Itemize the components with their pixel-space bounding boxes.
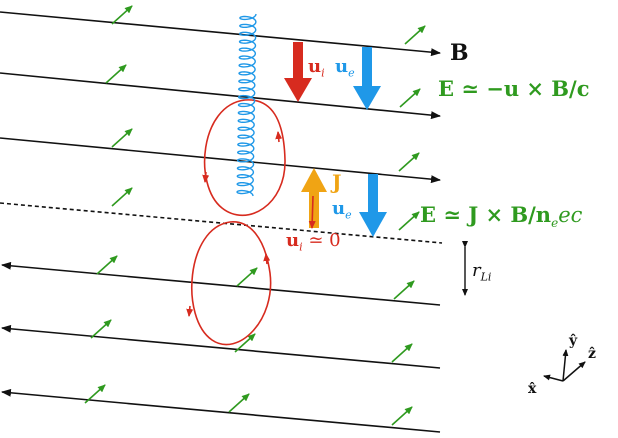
e-field-arrow bbox=[96, 255, 118, 275]
e-field-arrow bbox=[111, 128, 133, 148]
z-axis-label: ẑ bbox=[588, 346, 596, 362]
electron-helix bbox=[236, 13, 257, 197]
e-field-arrow bbox=[84, 384, 106, 404]
x-axis-label: x̂ bbox=[528, 381, 537, 397]
electron-velocity-label-bottom: ue bbox=[332, 198, 352, 222]
e-field-arrow bbox=[90, 319, 112, 339]
e-field-arrow bbox=[228, 393, 250, 413]
current-label: J bbox=[332, 170, 342, 194]
e-field-arrow bbox=[404, 25, 426, 45]
ion-orbit-arrow bbox=[263, 253, 271, 265]
ion-orbit-arrow bbox=[186, 305, 194, 317]
electron-velocity-arrow-top bbox=[353, 47, 381, 110]
field-line-5 bbox=[1, 324, 441, 369]
y-axis-arrow bbox=[562, 349, 569, 382]
flow-arrows bbox=[284, 42, 387, 237]
e-field-arrow bbox=[398, 211, 420, 231]
ion-velocity-label: ui bbox=[308, 56, 325, 80]
e-field-arrow bbox=[111, 187, 133, 207]
x-axis-arrow bbox=[543, 374, 564, 382]
ion-orbit-arrow bbox=[202, 171, 210, 183]
e-field-arrow bbox=[234, 333, 256, 353]
e-field-arrow bbox=[105, 64, 127, 84]
z-axis-arrow bbox=[562, 361, 586, 382]
e-field-arrow bbox=[391, 406, 413, 426]
ion-orbit-upper bbox=[203, 99, 286, 217]
y-axis-label: ŷ bbox=[569, 333, 578, 349]
electric-field-ideal-label: E ≃ −u × B/c bbox=[438, 76, 590, 101]
e-field-arrow bbox=[236, 267, 258, 287]
electric-field-hall-label: E ≃ J × B/neec bbox=[420, 202, 583, 231]
field-line-4 bbox=[1, 261, 441, 306]
field-line-6 bbox=[1, 388, 441, 433]
electron-velocity-label-top: ue bbox=[335, 56, 355, 80]
ion-velocity-zero-label: ui ≃ 0 bbox=[286, 230, 341, 254]
electric-field-arrows bbox=[84, 5, 426, 426]
e-field-arrow bbox=[398, 152, 420, 172]
current-arrow bbox=[301, 168, 327, 228]
field-line-3 bbox=[0, 137, 441, 184]
electron-helix-path bbox=[236, 13, 257, 197]
e-field-arrow bbox=[391, 343, 413, 363]
ion-orbit-lower bbox=[190, 221, 272, 346]
magnetic-field-label: B bbox=[450, 40, 469, 66]
ion-orbits bbox=[186, 99, 286, 346]
e-field-arrow bbox=[393, 280, 415, 300]
dashed-boundary bbox=[0, 202, 443, 244]
field-line-1 bbox=[0, 11, 441, 57]
electron-velocity-arrow-bottom bbox=[359, 174, 387, 237]
ion-orbit-arrow bbox=[275, 131, 283, 143]
axes-triad bbox=[543, 349, 586, 382]
ion-velocity-arrow bbox=[284, 42, 312, 102]
ion-velocity-small-arrow bbox=[308, 195, 316, 229]
e-field-arrow bbox=[111, 5, 133, 25]
larmor-radius-label: rLi bbox=[472, 260, 492, 284]
e-field-arrow bbox=[399, 88, 421, 108]
